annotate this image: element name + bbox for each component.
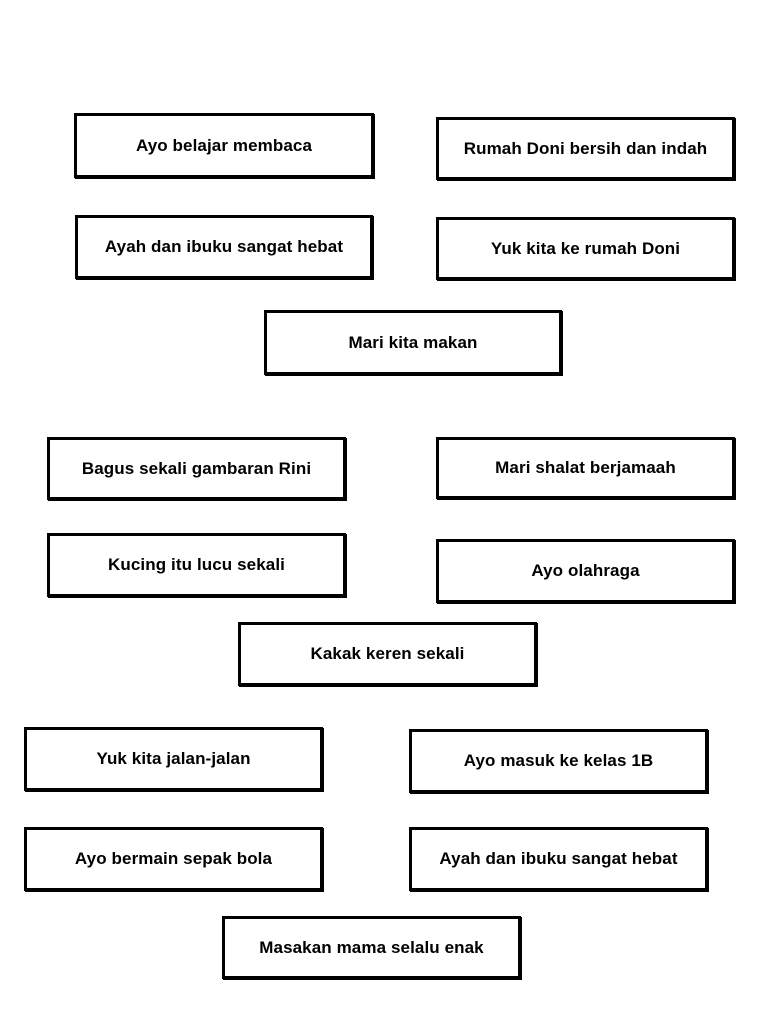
sentence-card-label: Masakan mama selalu enak [259,937,484,957]
sentence-card-1[interactable]: Ayo belajar membaca [74,113,374,178]
sentence-card-14[interactable]: Ayah dan ibuku sangat hebat [409,827,708,891]
sentence-card-6[interactable]: Bagus sekali gambaran Rini [47,437,346,500]
sentence-card-label: Yuk kita ke rumah Doni [490,238,681,258]
sentence-card-label: Kakak keren sekali [310,644,465,664]
sentence-card-label: Bagus sekali gambaran Rini [81,458,312,478]
sentence-card-2[interactable]: Rumah Doni bersih dan indah [436,117,735,180]
sentence-card-13[interactable]: Ayo bermain sepak bola [24,827,323,891]
sentence-card-label: Mari kita makan [348,332,478,352]
sentence-card-label: Yuk kita jalan-jalan [96,749,251,769]
sentence-card-3[interactable]: Ayah dan ibuku sangat hebat [75,215,373,279]
sentence-card-7[interactable]: Mari shalat berjamaah [436,437,735,499]
sentence-card-label: Ayo masuk ke kelas 1B [463,751,654,771]
sentence-card-label: Ayo belajar membaca [135,135,313,155]
sentence-card-5[interactable]: Mari kita makan [264,310,562,375]
sentence-card-12[interactable]: Ayo masuk ke kelas 1B [409,729,708,793]
sentence-card-11[interactable]: Yuk kita jalan-jalan [24,727,323,791]
sentence-card-label: Ayah dan ibuku sangat hebat [439,849,678,869]
sentence-card-label: Mari shalat berjamaah [495,458,676,478]
sentence-card-label: Rumah Doni bersih dan indah [463,138,708,158]
sentence-card-9[interactable]: Ayo olahraga [436,539,735,603]
sentence-card-label: Kucing itu lucu sekali [108,555,285,575]
sentence-card-15[interactable]: Masakan mama selalu enak [222,916,521,979]
sentence-card-10[interactable]: Kakak keren sekali [238,622,537,686]
sentence-card-label: Ayo bermain sepak bola [74,849,273,869]
sentence-card-label: Ayah dan ibuku sangat hebat [104,237,344,257]
sentence-card-label: Ayo olahraga [531,561,640,581]
sentence-card-4[interactable]: Yuk kita ke rumah Doni [436,217,735,280]
sentence-card-8[interactable]: Kucing itu lucu sekali [47,533,346,597]
